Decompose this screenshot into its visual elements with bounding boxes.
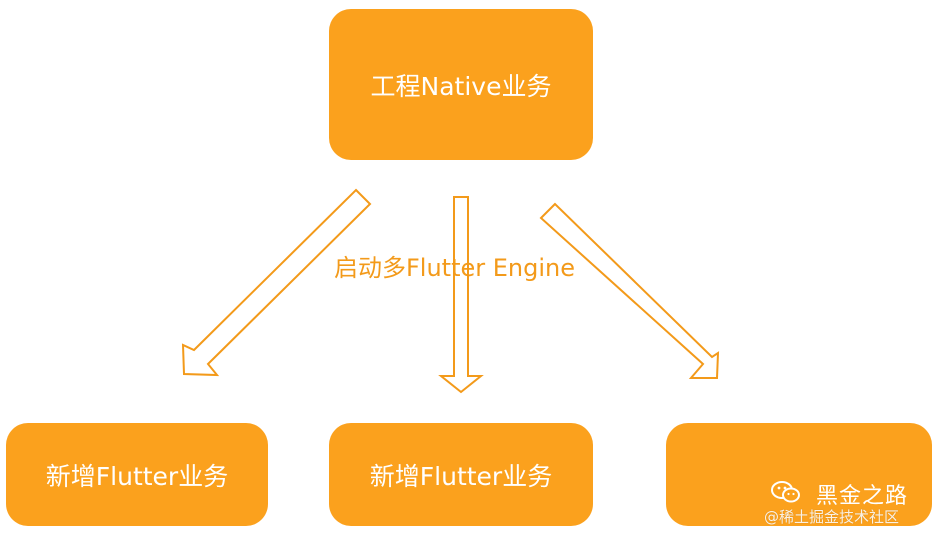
arrow-center	[438, 196, 484, 394]
bottom-box-flutter-business-2: 新增Flutter业务	[329, 423, 593, 526]
bottom-box-3	[666, 423, 932, 526]
top-box-label: 工程Native业务	[370, 71, 552, 101]
center-label: 启动多Flutter Engine	[334, 254, 576, 282]
bottom-box-label: 新增Flutter业务	[45, 461, 229, 491]
bottom-box-label: 新增Flutter业务	[369, 461, 553, 491]
bottom-box-flutter-business-1: 新增Flutter业务	[6, 423, 268, 526]
arrow-left	[181, 188, 372, 377]
arrow-right	[539, 202, 720, 379]
watermark-name: 黑金之路	[816, 484, 909, 509]
top-box-native-business: 工程Native业务	[329, 9, 593, 160]
watermark: 黑金之路 @稀土掘金技术社区	[764, 474, 934, 526]
wechat-icon	[771, 481, 800, 503]
watermark-source: @稀土掘金技术社区	[764, 508, 900, 526]
